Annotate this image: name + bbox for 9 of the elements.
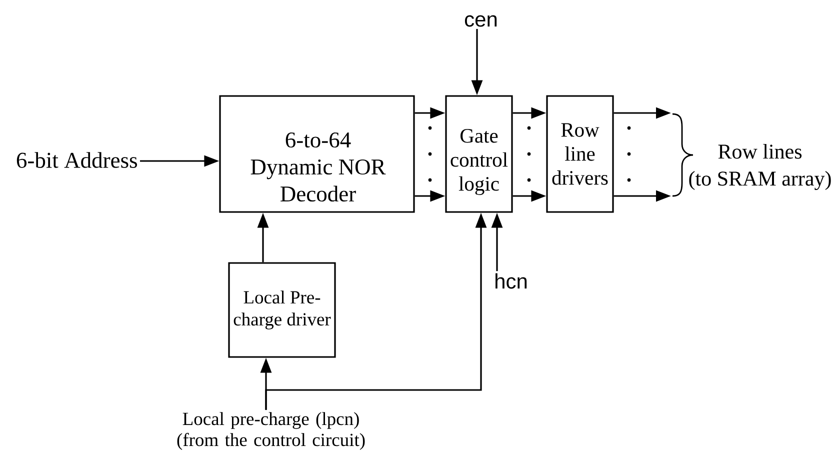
decoder-box: 6-to-64 Dynamic NOR Decoder — [219, 95, 415, 213]
input-label: 6-bit Address — [16, 152, 137, 168]
driver-box: Row line drivers — [546, 95, 614, 213]
annotation-label: Row lines (to SRAM array) — [689, 144, 831, 190]
signal-label: cen — [464, 15, 497, 27]
signal-label: Local pre-charge (lpcn) (from the control circuit) — [177, 412, 365, 450]
logic-box: Gate control logic — [445, 95, 513, 213]
driver-box: Local Pre-charge driver — [228, 262, 336, 358]
signal-label: hcn — [496, 273, 527, 289]
